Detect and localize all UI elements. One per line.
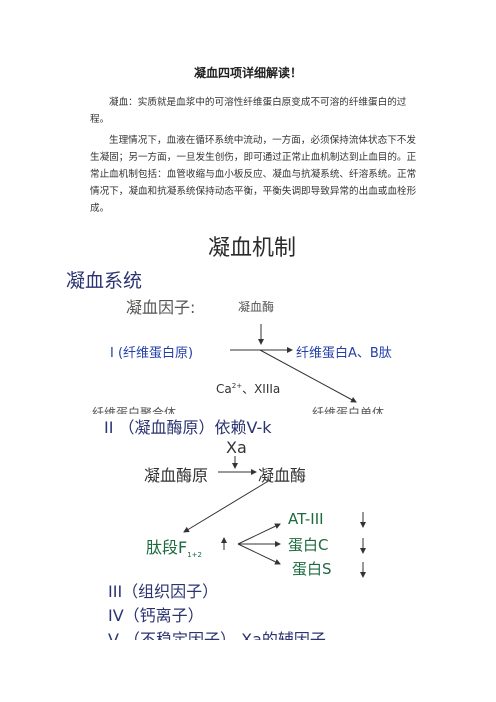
coagulation-system-label: 凝血系统 <box>66 270 143 292</box>
diagram-arrows <box>183 324 366 578</box>
factor-iv: IV（钙离子） <box>108 606 204 625</box>
paragraph-physiology: 生理情况下，血液在循环系统中流动，一方面，必须保持流体状态下不发生凝固；另一方面… <box>90 135 417 214</box>
factor-v: V （不稳定因子） Xa的辅因子 <box>108 630 326 640</box>
xa-label: Xa <box>226 438 247 457</box>
fibrin-polymer: 纤维蛋白聚合体 <box>92 406 177 414</box>
prothrombin: 凝血酶原 <box>144 466 209 485</box>
factor-label: 凝血因子: <box>126 298 196 317</box>
factor-i: I (纤维蛋白原) <box>110 346 194 361</box>
protein-s: 蛋白S <box>292 560 332 578</box>
page-title: 凝血四项详细解读！ <box>193 66 302 80</box>
slide-heading: 凝血机制 <box>208 236 297 261</box>
protein-c: 蛋白C <box>288 536 329 554</box>
coagulation-diagram: 凝血机制 凝血系统 凝血因子: 凝血酶 I (纤维蛋白原) 纤维蛋白A、B肽 C… <box>60 228 450 640</box>
at-iii: AT-III <box>288 510 324 528</box>
factor-iii: III（组织因子） <box>108 582 219 601</box>
fibrin-monomer: 纤维蛋白单体 <box>312 406 385 414</box>
paragraph-definition: 凝血：实质就是血浆中的可溶性纤维蛋白原变成不可溶的纤维蛋白的过程。 <box>90 97 407 125</box>
thrombin: 凝血酶 <box>258 466 307 485</box>
thrombin-top: 凝血酶 <box>238 300 275 314</box>
fibrin-ab-peptide: 纤维蛋白A、B肽 <box>296 346 392 361</box>
peptide-f: 肽段F1+2 <box>146 538 202 560</box>
calcium-xiiia: Ca2+、XIIIa <box>216 382 281 396</box>
factor-ii: II （凝血酶原）依赖V-k <box>104 418 272 437</box>
